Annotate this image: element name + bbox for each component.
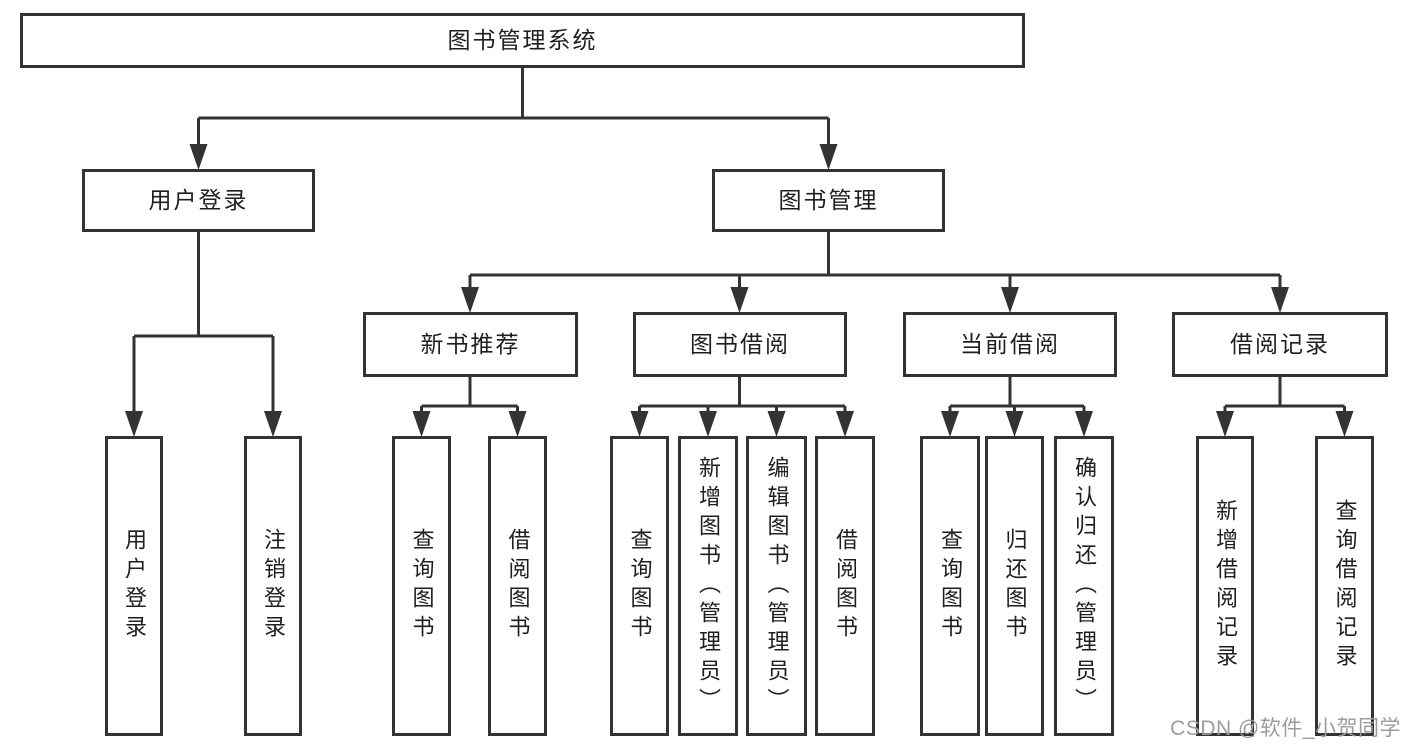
arrowhead-icon [630, 411, 649, 437]
arrowhead-icon [508, 411, 527, 437]
node-user-login: 用户登录 [82, 169, 315, 232]
arrowhead-icon [264, 411, 282, 437]
arrowhead-icon [1005, 411, 1024, 437]
leaf-recommend-query-books: 查询图书 [392, 436, 451, 736]
arrowhead-icon [1271, 287, 1289, 313]
leaf-borrow-add-books-admin: 新增图书（管理员） [678, 436, 738, 736]
leaf-user-login: 用户登录 [105, 436, 163, 736]
leaf-current-confirm-return-admin: 确认归还（管理员） [1054, 436, 1114, 736]
node-library-management-system: 图书管理系统 [20, 13, 1025, 68]
arrowhead-icon [836, 411, 854, 437]
leaf-borrow-borrow-books: 借阅图书 [815, 436, 875, 736]
arrowhead-icon [941, 411, 959, 437]
arrowhead-icon [767, 411, 786, 437]
arrowhead-icon [730, 287, 749, 313]
leaf-logout: 注销登录 [244, 436, 302, 736]
arrowhead-icon [1335, 411, 1354, 437]
arrowhead-icon [189, 144, 208, 170]
arrowhead-icon [125, 411, 143, 437]
arrowhead-icon [1216, 411, 1234, 437]
leaf-record-add-borrow-record: 新增借阅记录 [1196, 436, 1254, 736]
leaf-borrow-edit-books-admin: 编辑图书（管理员） [746, 436, 807, 736]
node-book-management: 图书管理 [712, 169, 945, 232]
arrowhead-icon [1001, 287, 1019, 313]
arrowhead-icon [819, 144, 838, 170]
watermark-text: CSDN @软件_小贺同学 [1170, 717, 1401, 740]
arrowhead-icon [412, 411, 431, 437]
node-current-borrow: 当前借阅 [903, 312, 1117, 377]
leaf-record-query-borrow-record: 查询借阅记录 [1315, 436, 1374, 736]
node-borrow-record: 借阅记录 [1172, 312, 1388, 377]
leaf-borrow-query-books: 查询图书 [610, 436, 669, 736]
arrowhead-icon [1075, 411, 1093, 437]
arrowhead-icon [461, 287, 479, 313]
node-book-borrow: 图书借阅 [633, 312, 847, 377]
leaf-recommend-borrow-books: 借阅图书 [488, 436, 547, 736]
leaf-current-return-books: 归还图书 [985, 436, 1044, 736]
leaf-current-query-books: 查询图书 [920, 436, 980, 736]
arrowhead-icon [699, 411, 717, 437]
node-new-book-recommend: 新书推荐 [363, 312, 578, 377]
